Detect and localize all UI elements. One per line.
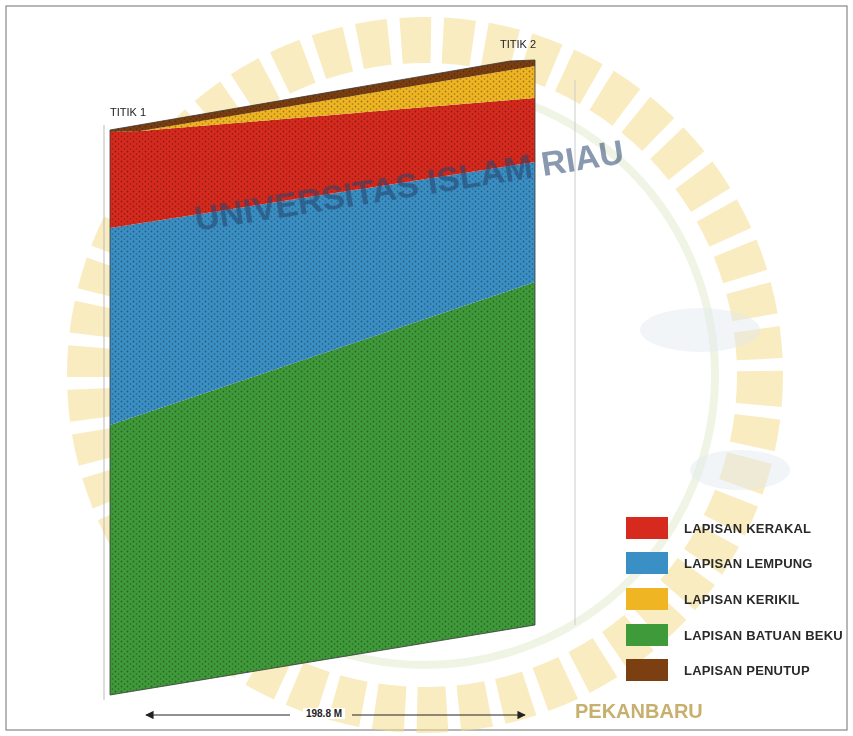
legend-swatch bbox=[626, 624, 668, 646]
legend-row: LAPISAN KERAKAL bbox=[626, 517, 811, 539]
legend-text: LAPISAN LEMPUNG bbox=[684, 556, 813, 571]
legend-swatch bbox=[626, 552, 668, 574]
legend-swatch bbox=[626, 659, 668, 681]
legend-row: LAPISAN LEMPUNG bbox=[626, 552, 813, 574]
legend-text: LAPISAN PENUTUP bbox=[684, 663, 810, 678]
legend-row: LAPISAN PENUTUP bbox=[626, 659, 810, 681]
legend-row: LAPISAN KERIKIL bbox=[626, 588, 800, 610]
legend-text: LAPISAN KERIKIL bbox=[684, 592, 800, 607]
legend-text: LAPISAN BATUAN BEKU bbox=[684, 628, 843, 643]
point-label: TITIK 2 bbox=[500, 38, 536, 50]
dimension-line bbox=[352, 714, 525, 715]
point-label: TITIK 1 bbox=[110, 106, 146, 118]
legend-text: LAPISAN KERAKAL bbox=[684, 521, 811, 536]
axis-line bbox=[104, 125, 105, 700]
dimension-label: 198.8 M bbox=[303, 708, 345, 719]
frame bbox=[6, 6, 847, 730]
dimension-line bbox=[146, 714, 290, 715]
watermark-ring bbox=[90, 40, 760, 710]
legend-swatch bbox=[626, 517, 668, 539]
legend-row: LAPISAN BATUAN BEKU bbox=[626, 624, 843, 646]
watermark-text: PEKANBARU bbox=[575, 700, 703, 723]
legend-swatch bbox=[626, 588, 668, 610]
